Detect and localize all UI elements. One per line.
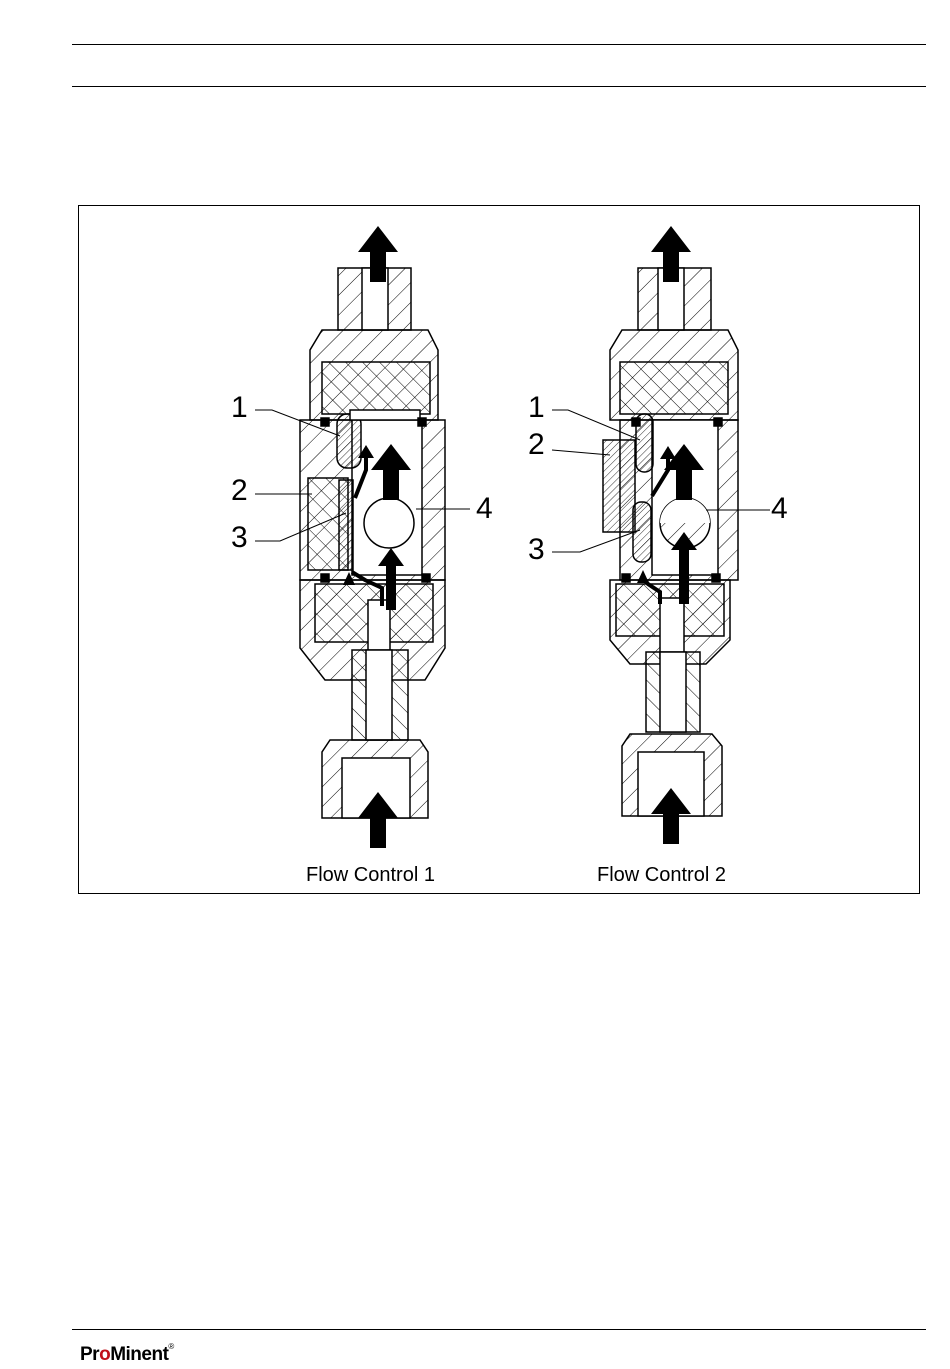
callout-left-3: 3 [231, 523, 248, 553]
footer-rule [72, 1329, 926, 1330]
caption-flow-control-2: Flow Control 2 [597, 864, 726, 887]
prominent-logo: ProMinent® [80, 1344, 174, 1366]
callout-right-2: 2 [528, 430, 545, 460]
callout-right-1: 1 [528, 393, 545, 423]
logo-text-part1: Pr [80, 1344, 99, 1365]
callout-left-4: 4 [476, 494, 493, 524]
callout-right-3: 3 [528, 535, 545, 565]
callout-left-2: 2 [231, 476, 248, 506]
right-valve [603, 268, 738, 816]
callout-right-4: 4 [771, 494, 788, 524]
caption-flow-control-1: Flow Control 1 [306, 864, 435, 887]
registered-mark: ® [168, 1342, 173, 1351]
logo-accent: o [99, 1344, 110, 1365]
callout-left-1: 1 [231, 393, 248, 423]
left-valve [300, 268, 445, 818]
logo-text-part2: Minent [110, 1344, 168, 1365]
